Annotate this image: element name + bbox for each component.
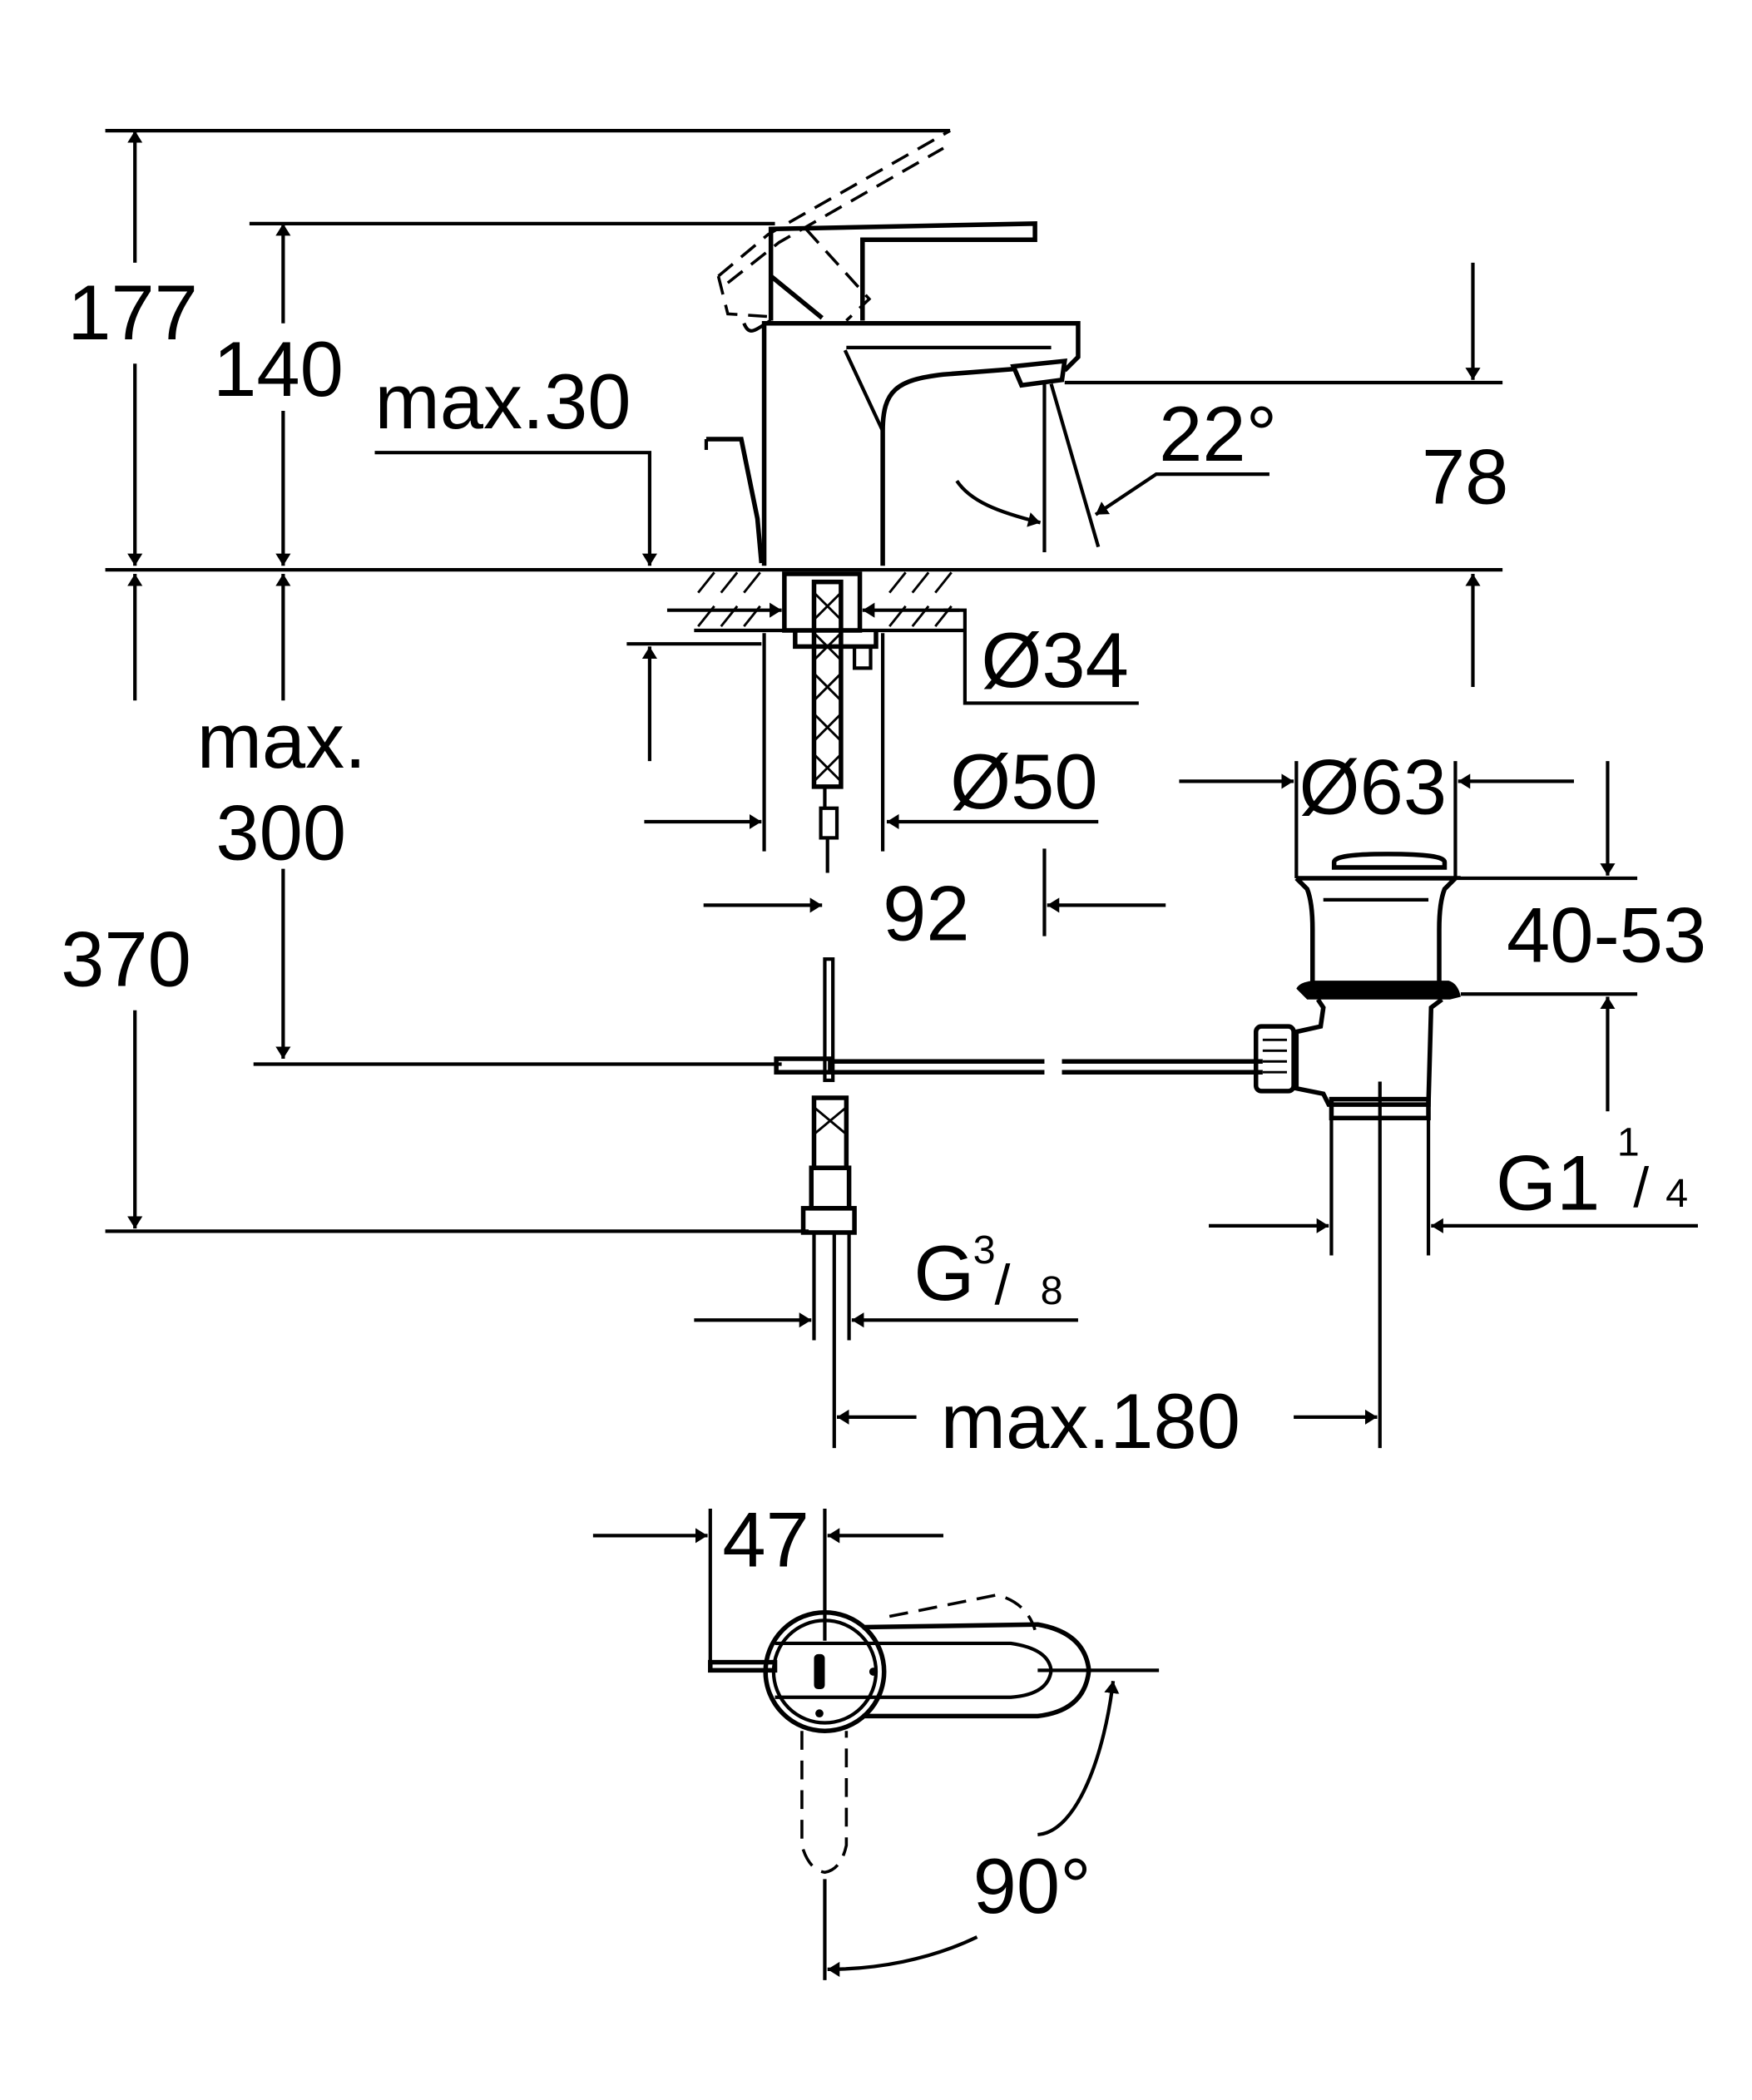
dim-drain-offset: max.180 [837,1377,1378,1465]
dim-deck-thickness: max.30 [374,358,657,566]
dim-hose-total: 370 [61,573,809,1233]
label-370: 370 [61,916,191,1003]
label-g114-slash: / [1633,1156,1649,1219]
dim-hose-length: max. 300 [197,573,782,1066]
faucet-side-view: 22° [704,129,1277,566]
label-d34: Ø34 [981,616,1129,704]
label-40-53: 40-53 [1507,891,1706,978]
label-90deg: 90° [973,1842,1091,1930]
label-max30: max.30 [374,358,631,445]
label-g114-den: 4 [1665,1171,1688,1216]
label-g38-num: 3 [973,1228,996,1272]
label-177: 177 [67,269,198,356]
label-g114-num: 1 [1617,1120,1640,1165]
label-g114-main: G1 [1496,1139,1600,1226]
label-max: max. [197,697,367,784]
faucet-top-view: 47 90° [592,1496,1160,1980]
label-d50: Ø50 [950,738,1098,825]
label-g38-slash: / [995,1253,1011,1317]
label-g38-den: 8 [1041,1268,1063,1313]
label-300: 300 [215,788,346,876]
drain-assembly: Ø63 40-53 G1 1 / 4 [1179,743,1706,1449]
dim-spout-reach: 92 [703,848,1166,957]
label-92: 92 [883,870,969,957]
popup-rod-assembly [774,957,1263,1449]
dim-supply-thread: G 3 / 8 [694,1228,1078,1328]
dim-outlet-height: 78 [1064,262,1508,688]
label-78: 78 [1422,433,1508,521]
deck-section: Ø34 Ø50 [626,571,1139,873]
dim-spout-height: 140 [213,221,775,566]
label-g38-main: G [913,1229,974,1317]
label-d63: Ø63 [1299,743,1448,830]
dim-total-height: 177 [67,128,951,566]
label-22deg: 22° [1159,390,1277,477]
label-max180: max.180 [941,1377,1240,1465]
label-47: 47 [722,1496,809,1584]
label-140: 140 [213,325,344,413]
